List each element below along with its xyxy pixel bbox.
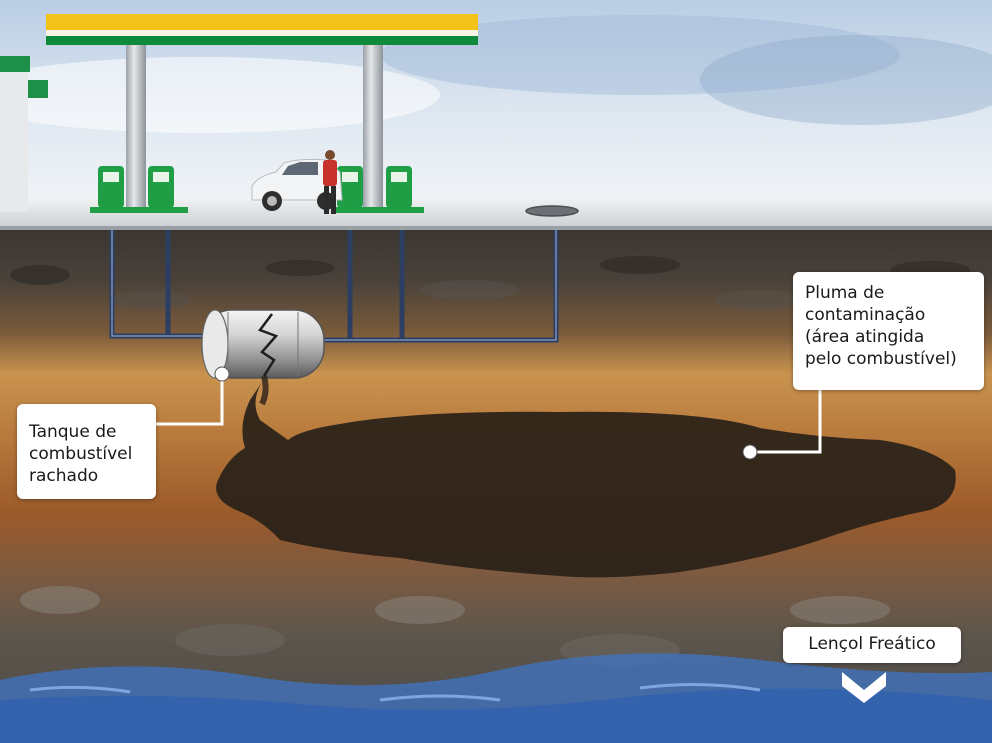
- contamination-plume: [216, 382, 956, 578]
- plume-marker-dot: [742, 444, 758, 460]
- chevron-down-icon: [842, 672, 886, 703]
- side-building: [0, 56, 48, 212]
- plume-callout-line-2: contaminação: [805, 305, 926, 325]
- car: [251, 158, 343, 211]
- plume-callout-line-1: Pluma de: [805, 283, 885, 303]
- cracked-fuel-tank: [201, 309, 325, 406]
- plume-callout-line-3: (área atingida: [805, 327, 925, 347]
- tank-marker-dot: [214, 366, 230, 382]
- tank-crack: [257, 313, 279, 377]
- plume-callout-line-4: pelo combustível): [805, 349, 957, 369]
- water-table-callout: Lençol Freático: [783, 627, 961, 663]
- topsoil-texture: [10, 256, 970, 310]
- tank-callout-line-3: rachado: [29, 466, 99, 486]
- fuel-station-canopy: [46, 14, 478, 208]
- water-table-label: Lençol Freático: [808, 634, 936, 654]
- plume-callout: Pluma de contaminação (área atingida pel…: [793, 272, 984, 390]
- attendant: [323, 150, 337, 214]
- manhole-cover: [525, 205, 579, 217]
- tank-callout: Tanque de combustível rachado: [17, 404, 156, 499]
- fuel-pumps: [90, 166, 424, 213]
- callout-leaders: [156, 376, 822, 454]
- tank-callout-line-2: combustível: [29, 444, 133, 464]
- groundwater-layer: [0, 653, 992, 743]
- tank-callout-line-1: Tanque de: [29, 422, 117, 442]
